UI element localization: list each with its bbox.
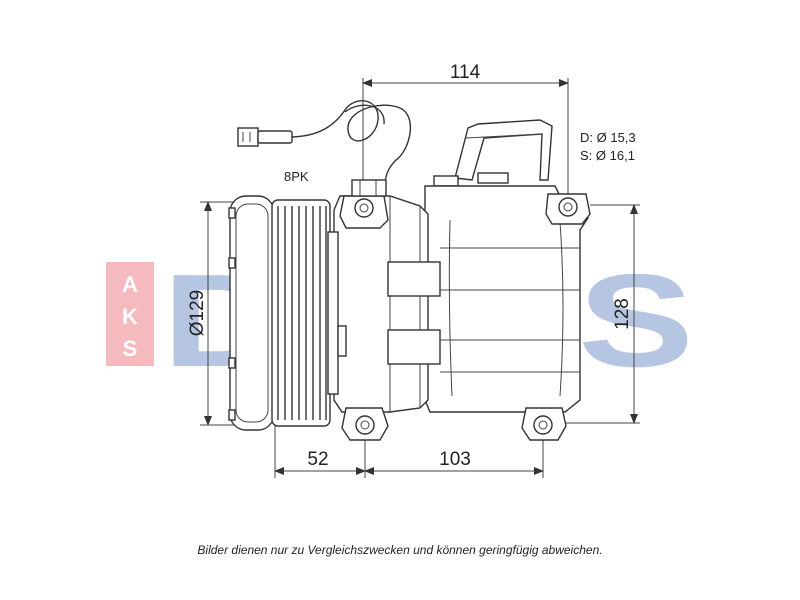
belt-label: 8PK xyxy=(284,169,309,184)
disclaimer-caption: Bilder dienen nur zu Vergleichszwecken u… xyxy=(197,543,603,557)
clutch-plate xyxy=(229,195,275,431)
cable-connector xyxy=(237,127,259,147)
dimension-lines xyxy=(200,78,640,478)
belt-pulley xyxy=(271,199,331,427)
dim-height: 128 xyxy=(612,298,633,330)
mount-hole-bottom-left xyxy=(355,415,375,435)
pulley-clutch xyxy=(228,195,347,431)
dim-front-offset: 52 xyxy=(307,449,328,470)
clutch-cable xyxy=(237,100,412,183)
dim-overall-width: 114 xyxy=(450,62,481,83)
watermark-letter-k: K xyxy=(122,304,138,329)
rear-housing xyxy=(424,185,589,413)
dim-mount-spacing: 103 xyxy=(439,449,471,470)
pulley-grooves xyxy=(277,206,327,420)
watermark-letter-a: A xyxy=(122,272,138,297)
cable-connector-plug xyxy=(257,130,293,144)
suction-port-label: S: Ø 16,1 xyxy=(580,148,635,163)
watermark-letter-s: S xyxy=(123,336,138,361)
coil-connector xyxy=(351,179,387,197)
dim-pulley-diameter: Ø129 xyxy=(187,290,208,336)
compressor-body xyxy=(333,119,591,441)
pipe-fitting xyxy=(454,119,553,181)
mount-hole-bottom-right xyxy=(533,415,553,435)
mount-hole-top-left xyxy=(354,198,374,218)
watermark-red-block xyxy=(106,262,154,366)
mount-hole-top-right xyxy=(558,197,578,217)
discharge-port-label: D: Ø 15,3 xyxy=(580,130,636,145)
